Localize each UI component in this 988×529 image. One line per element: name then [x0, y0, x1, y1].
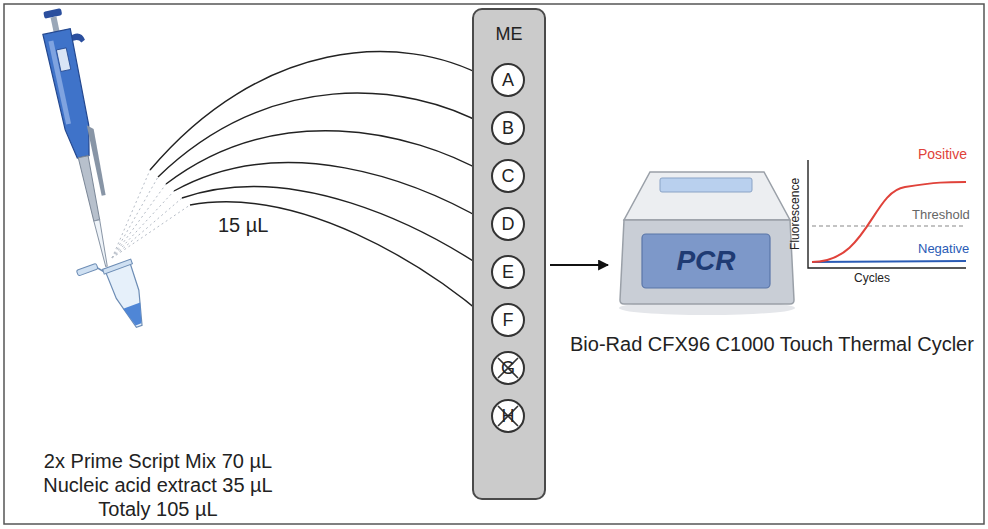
instrument-caption: Bio-Rad CFX96 C1000 Touch Thermal Cycler	[570, 333, 974, 356]
tube-illustration	[76, 252, 153, 340]
well-letter: H	[502, 407, 515, 425]
machine-lid	[624, 172, 790, 220]
pipette-body	[43, 29, 97, 160]
well-letter: C	[502, 167, 515, 185]
spray-line	[112, 191, 174, 258]
tube-cap	[76, 263, 98, 276]
plunger-stem	[51, 16, 60, 32]
negative-curve	[812, 261, 966, 262]
well-circle: A	[491, 63, 525, 97]
dispense-arrows	[150, 52, 487, 318]
cross-out-line	[498, 406, 518, 426]
reagent-label: Nucleic acid extract 35 µL	[43, 474, 272, 497]
pipette-tip	[94, 220, 110, 267]
well-circle: H	[491, 399, 525, 433]
spray-lines	[112, 170, 190, 258]
threshold-label: Threshold	[912, 208, 970, 223]
pipette-shaft	[78, 156, 101, 222]
total-volume-label: Totaly 105 µL	[98, 498, 217, 521]
pcr-machine-drawing	[612, 150, 802, 320]
well-letter: G	[501, 359, 515, 377]
axis-title: Fluorescence	[789, 178, 803, 250]
spray-line	[112, 184, 166, 258]
well-letter: E	[502, 263, 514, 281]
machine-front	[620, 220, 794, 304]
spray-line	[112, 177, 158, 258]
dispense-arrow	[182, 187, 487, 270]
flow-arrow	[550, 264, 608, 266]
curve-label: Positive	[918, 146, 967, 162]
well-circle: G	[491, 351, 525, 385]
dispense-arrow	[150, 52, 487, 170]
well-circle: C	[491, 159, 525, 193]
spray-line	[112, 170, 150, 258]
body-highlight	[48, 40, 71, 124]
frame-border	[4, 4, 984, 524]
spray-line	[112, 198, 182, 258]
well-circle: E	[491, 255, 525, 289]
curve-label: Negative	[918, 242, 969, 257]
cross-out-line	[498, 358, 518, 378]
well-letter: B	[502, 119, 514, 137]
spray-line	[112, 205, 190, 258]
tube-body	[106, 264, 152, 331]
volume-window	[56, 48, 70, 72]
machine-screen	[642, 234, 770, 288]
well-letter: A	[502, 71, 514, 89]
axis-title: Cycles	[854, 272, 890, 286]
tube-rim	[103, 259, 133, 274]
well-circle: F	[491, 303, 525, 337]
well-circle: D	[491, 207, 525, 241]
well-letter: D	[502, 215, 515, 233]
dispense-arrow	[174, 163, 487, 222]
dispense-arrow	[166, 131, 487, 184]
dispense-arrow	[190, 202, 487, 318]
pcr-machine: PCR	[612, 150, 802, 320]
well-strip: A B C D E F G H ME	[472, 8, 546, 500]
tube-liquid	[123, 303, 147, 328]
screen-label: PCR	[642, 244, 770, 278]
reagent-label: 2x Prime Script Mix 70 µL	[44, 450, 272, 473]
machine-display	[660, 178, 752, 192]
volume-label: 15 µL	[218, 214, 268, 237]
pipette-illustration	[38, 5, 132, 270]
well-letter: F	[503, 311, 514, 329]
strip-label: ME	[474, 24, 544, 45]
well-circle: B	[491, 111, 525, 145]
threshold-line	[812, 225, 966, 226]
